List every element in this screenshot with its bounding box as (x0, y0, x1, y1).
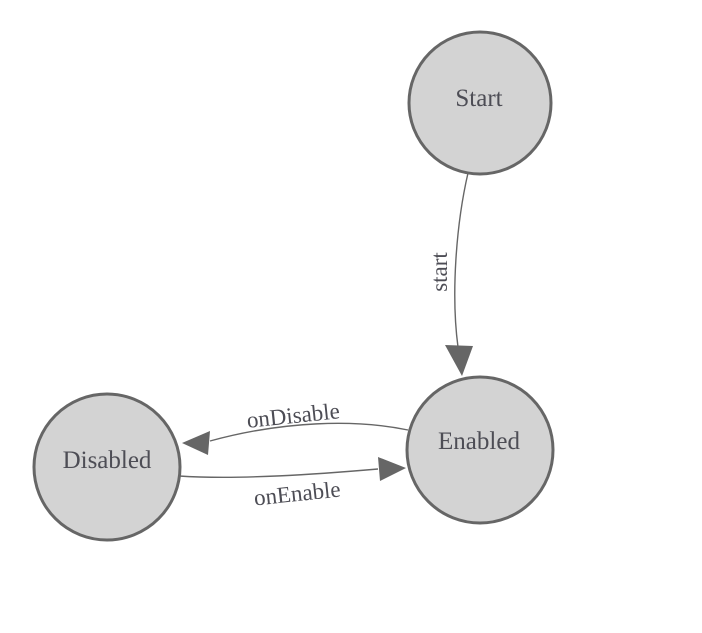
transition-start-edge (454, 172, 469, 348)
transition-onenable: onEnable (178, 457, 406, 511)
arrowhead-down-icon (445, 345, 473, 376)
transition-ondisable-label: onDisable (246, 398, 341, 433)
arrowhead-left-icon (182, 431, 210, 455)
state-circle-enabled (405, 375, 555, 525)
transition-onenable-label: onEnable (253, 477, 342, 511)
state-label-start: Start (455, 85, 502, 112)
state-node-start: Start (407, 30, 553, 176)
state-circle-start (407, 30, 553, 176)
transition-start: start (427, 172, 473, 376)
transition-onenable-edge (178, 468, 379, 478)
transition-ondisable: onDisable (182, 398, 409, 455)
state-circle-disabled (32, 392, 182, 542)
transition-ondisable-edge (209, 422, 409, 442)
state-label-disabled: Disabled (63, 447, 152, 474)
state-node-enabled: Enabled (405, 375, 555, 525)
arrowhead-right-icon (378, 457, 406, 481)
state-node-disabled: Disabled (32, 392, 182, 542)
transition-start-label: start (427, 252, 452, 292)
state-label-enabled: Enabled (438, 428, 520, 455)
